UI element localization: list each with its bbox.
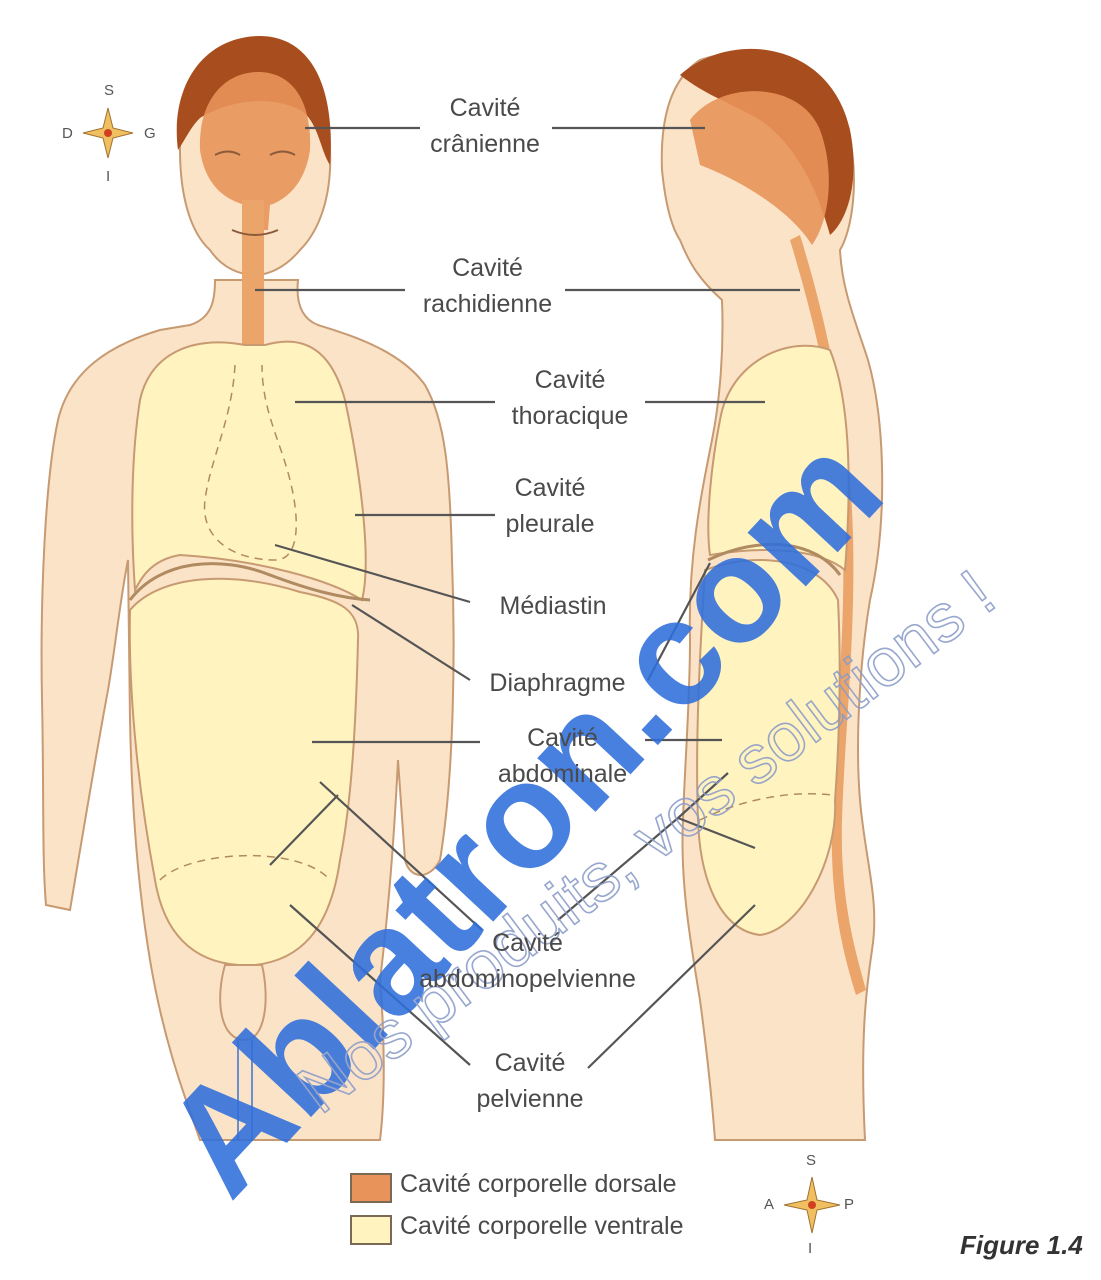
compass-front-top: S (104, 82, 114, 99)
label-pelvic-line2: pelvienne (460, 1081, 600, 1117)
label-cranial-line1: Cavité (415, 90, 555, 126)
label-abdominopelvic-line2: abdominopelvienne (400, 961, 655, 997)
compass-side-right: P (844, 1196, 854, 1213)
label-pleural-line1: Cavité (490, 470, 610, 506)
legend-dorsal-swatch (350, 1173, 392, 1203)
compass-front-bottom: I (106, 168, 110, 185)
compass-side-top: S (806, 1152, 816, 1169)
compass-rose-side-icon (784, 1177, 840, 1233)
label-mediastinum-line1: Médiastin (478, 588, 628, 624)
label-thoracic-cavity: Cavité thoracique (495, 362, 645, 434)
label-abdominal-cavity: Cavité abdominale (480, 720, 645, 792)
label-pelvic-line1: Cavité (460, 1045, 600, 1081)
label-abdominal-line1: Cavité (480, 720, 645, 756)
label-mediastinum: Médiastin (478, 588, 628, 624)
label-abdominopelvic-cavity: Cavité abdominopelvienne (400, 925, 655, 997)
legend-ventral-swatch (350, 1215, 392, 1245)
label-diaphragm-line1: Diaphragme (470, 665, 645, 701)
label-spinal-cavity: Cavité rachidienne (405, 250, 570, 322)
label-thoracic-line2: thoracique (495, 398, 645, 434)
label-diaphragm: Diaphragme (470, 665, 645, 701)
figure-label: Figure 1.4 (960, 1230, 1083, 1261)
label-abdominal-line2: abdominale (480, 756, 645, 792)
compass-rose-front-icon (83, 108, 133, 158)
label-pelvic-cavity: Cavité pelvienne (460, 1045, 600, 1117)
compass-side-left: A (764, 1196, 774, 1213)
front-spinal-cavity (242, 200, 264, 360)
compass-front-right: G (144, 125, 156, 142)
legend-ventral-label: Cavité corporelle ventrale (400, 1212, 683, 1241)
compass-side-bottom: I (808, 1240, 812, 1257)
figure-label-clip: Figure 1.4 (960, 1230, 1101, 1270)
label-spinal-line1: Cavité (405, 250, 570, 286)
label-pleural-cavity: Cavité pleurale (490, 470, 610, 542)
label-abdominopelvic-line1: Cavité (400, 925, 655, 961)
label-thoracic-line1: Cavité (495, 362, 645, 398)
label-cranial-cavity: Cavité crânienne (415, 90, 555, 162)
compass-front-left: D (62, 125, 73, 142)
legend-dorsal-label: Cavité corporelle dorsale (400, 1170, 677, 1199)
label-pleural-line2: pleurale (490, 506, 610, 542)
label-spinal-line2: rachidienne (405, 286, 570, 322)
label-cranial-line2: crânienne (415, 126, 555, 162)
